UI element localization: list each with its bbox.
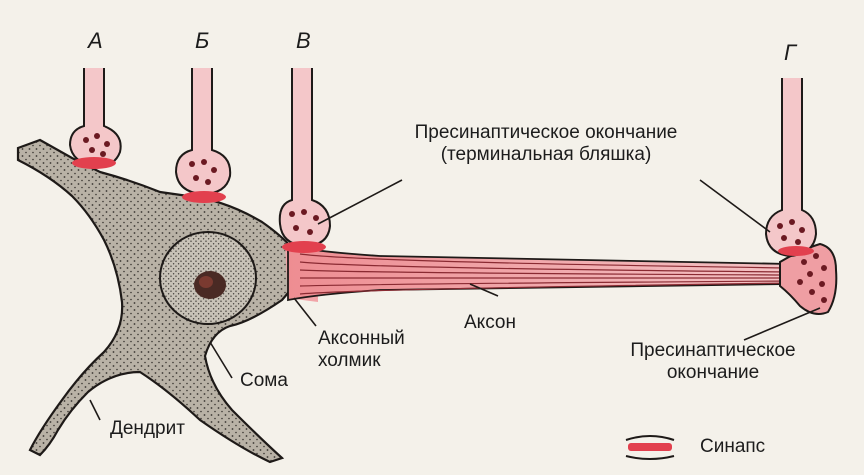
label-presynaptic-top-line1: Пресинаптическое окончание bbox=[414, 122, 678, 143]
label-presynaptic-top: Пресинаптическое окончание (терминальная… bbox=[356, 122, 736, 166]
label-letter-g: Г bbox=[784, 40, 796, 65]
terminal-b bbox=[174, 68, 232, 203]
label-axon-hillock-line1: Аксонный bbox=[318, 328, 405, 349]
label-presynaptic-top-line2: (терминальная бляшка) bbox=[440, 144, 652, 165]
label-letter-v: В bbox=[296, 28, 311, 53]
terminal-g bbox=[764, 78, 818, 258]
label-soma: Сома bbox=[240, 370, 288, 391]
terminal-v bbox=[278, 68, 332, 253]
label-dendrite: Дендрит bbox=[110, 418, 185, 439]
label-synapse-legend: Синапс bbox=[700, 436, 766, 457]
neuron-soma-shape bbox=[16, 138, 304, 464]
terminal-a bbox=[68, 68, 122, 169]
label-axon-hillock-line2: холмик bbox=[318, 350, 381, 371]
label-presynaptic-bottom-line2: окончание bbox=[666, 362, 760, 383]
label-axon-hillock: Аксонный холмик bbox=[318, 328, 405, 372]
label-letter-a: А bbox=[88, 28, 103, 53]
label-axon: Аксон bbox=[464, 312, 516, 333]
synapse-legend-icon bbox=[625, 435, 675, 460]
axon-fibres bbox=[299, 253, 791, 295]
axon-terminal bbox=[779, 242, 838, 315]
leader-lines bbox=[89, 179, 821, 421]
label-presynaptic-bottom-line1: Пресинаптическое bbox=[630, 340, 796, 361]
label-presynaptic-bottom: Пресинаптическое окончание bbox=[588, 340, 838, 384]
label-letter-b: Б bbox=[195, 28, 210, 53]
